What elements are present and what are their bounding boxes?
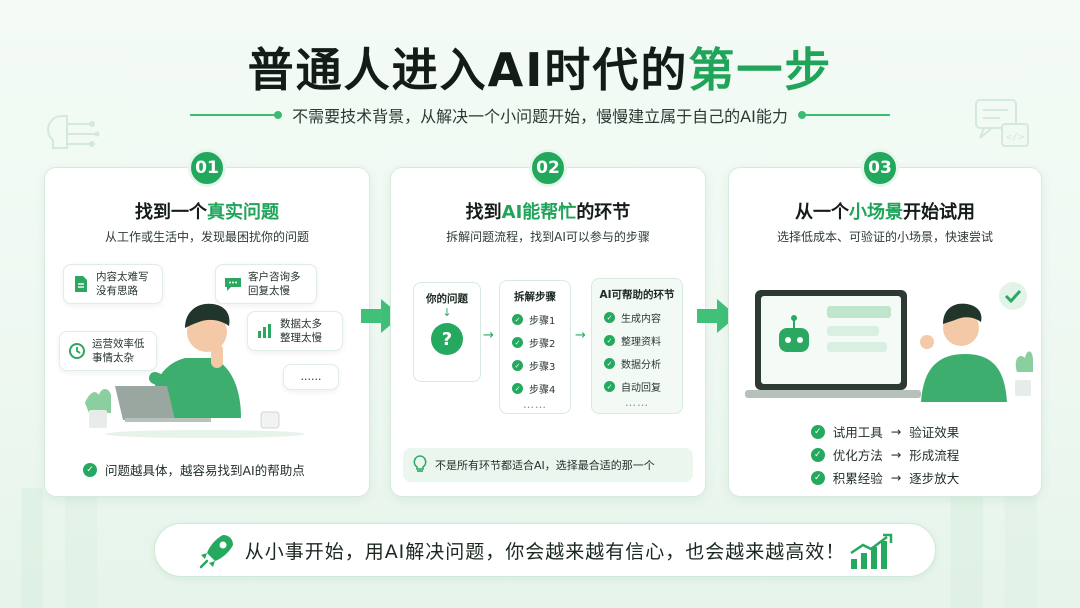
breakdown-step: ✓步骤1: [512, 312, 570, 327]
ai-step: ✓数据分析: [604, 356, 682, 371]
breakdown-step: ✓步骤4: [512, 381, 570, 396]
ai-step: ✓整理资料: [604, 333, 682, 348]
clock-icon: [68, 342, 86, 360]
step-card-3: 从一个小场景开始试用 选择低成本、可验证的小场景，快速尝试 ✓ 试用工具→验证效…: [728, 167, 1042, 497]
step-2-title: 找到AI能帮忙的环节: [465, 202, 631, 223]
your-problem-box: 你的问题 ↓ ?: [413, 282, 481, 382]
flow-arrow-1: →: [483, 328, 494, 343]
step-1-title: 找到一个真实问题: [135, 202, 279, 223]
document-icon: [72, 275, 90, 293]
trial-row: ✓ 试用工具→验证效果: [729, 422, 1041, 441]
step-3-desc: 选择低成本、可验证的小场景，快速尝试: [776, 230, 993, 244]
breakdown-step: ✓步骤3: [512, 358, 570, 373]
ai-step: ✓自动回复: [604, 379, 682, 394]
breakdown-steps-box: 拆解步骤 ✓步骤1 ✓步骤2 ✓步骤3 ✓步骤4 ……: [499, 280, 571, 414]
brain-circuit-icon: [46, 115, 100, 149]
problem-bubble-content: 内容太难写 没有思路: [63, 264, 163, 305]
page-subtitle: 不需要技术背景，从解决一个小问题开始，慢慢建立属于自己的AI能力: [292, 107, 788, 126]
arrow-down-icon: ↓: [442, 306, 452, 319]
problem-bubble-efficiency: 运营效率低 事情太杂: [59, 331, 157, 372]
step-1-desc: 从工作或生活中，发现最困扰你的问题: [104, 230, 309, 244]
rocket-icon: [199, 535, 233, 569]
growth-chart-icon: [850, 533, 893, 569]
step-3-badge: 03: [861, 149, 899, 187]
question-icon: ?: [431, 323, 463, 355]
chat-code-icon: </>: [975, 99, 1029, 147]
problem-bubble-more: ……: [283, 364, 339, 391]
person-thinking-illustration: [85, 303, 305, 438]
subtitle-row: 不需要技术背景，从解决一个小问题开始，慢慢建立属于自己的AI能力: [0, 103, 1080, 127]
svg-text:</>: </>: [1006, 132, 1024, 143]
ai-step: ✓生成内容: [604, 310, 682, 325]
bar-chart-icon: [256, 322, 274, 340]
step-1-note: ✓ 问题越具体，越容易找到AI的帮助点: [83, 460, 305, 479]
step-2-tip: 不是所有环节都适合AI，选择最合适的那一个: [403, 448, 693, 482]
page-title: 普通人进入AI时代的第一步: [247, 43, 833, 97]
problem-bubble-customer: 客户咨询多 回复太慢: [215, 264, 317, 305]
breakdown-step: ✓步骤2: [512, 335, 570, 350]
footer-banner: 从小事开始，用AI解决问题，你会越来越有信心，也会越来越高效！: [154, 523, 936, 577]
step-card-2: 找到AI能帮忙的环节 拆解问题流程，找到AI可以参与的步骤 你的问题 ↓ ? →…: [390, 167, 706, 497]
check-icon: ✓: [810, 447, 825, 462]
step-card-1: 找到一个真实问题 从工作或生活中，发现最困扰你的问题 内容太难写 没有思路 客户…: [44, 167, 370, 497]
step-2-desc: 拆解问题流程，找到AI可以参与的步骤: [446, 230, 650, 244]
subtitle-divider-right: [797, 111, 890, 119]
laptop-ai-illustration: [745, 282, 1033, 402]
check-icon: ✓: [810, 470, 825, 485]
footer-text: 从小事开始，用AI解决问题，你会越来越有信心，也会越来越高效！: [244, 540, 846, 563]
trial-row: ✓ 优化方法→形成流程: [729, 445, 1041, 464]
step-2-badge: 02: [529, 149, 567, 187]
arrow-right-icon: [697, 299, 737, 333]
ai-help-box: AI可帮助的环节 ✓生成内容 ✓整理资料 ✓数据分析 ✓自动回复 ……: [591, 278, 683, 414]
step-1-badge: 01: [188, 149, 226, 187]
check-icon: ✓: [83, 462, 97, 477]
flow-arrow-2: →: [575, 328, 586, 343]
problem-bubble-data: 数据太多 整理太慢: [247, 311, 343, 352]
chat-icon: [224, 275, 242, 293]
lightbulb-icon: [413, 454, 427, 476]
subtitle-divider-left: [190, 111, 283, 119]
check-icon: ✓: [810, 424, 825, 439]
trial-row: ✓ 积累经验→逐步放大: [729, 468, 1041, 487]
step-3-title: 从一个小场景开始试用: [795, 202, 975, 223]
